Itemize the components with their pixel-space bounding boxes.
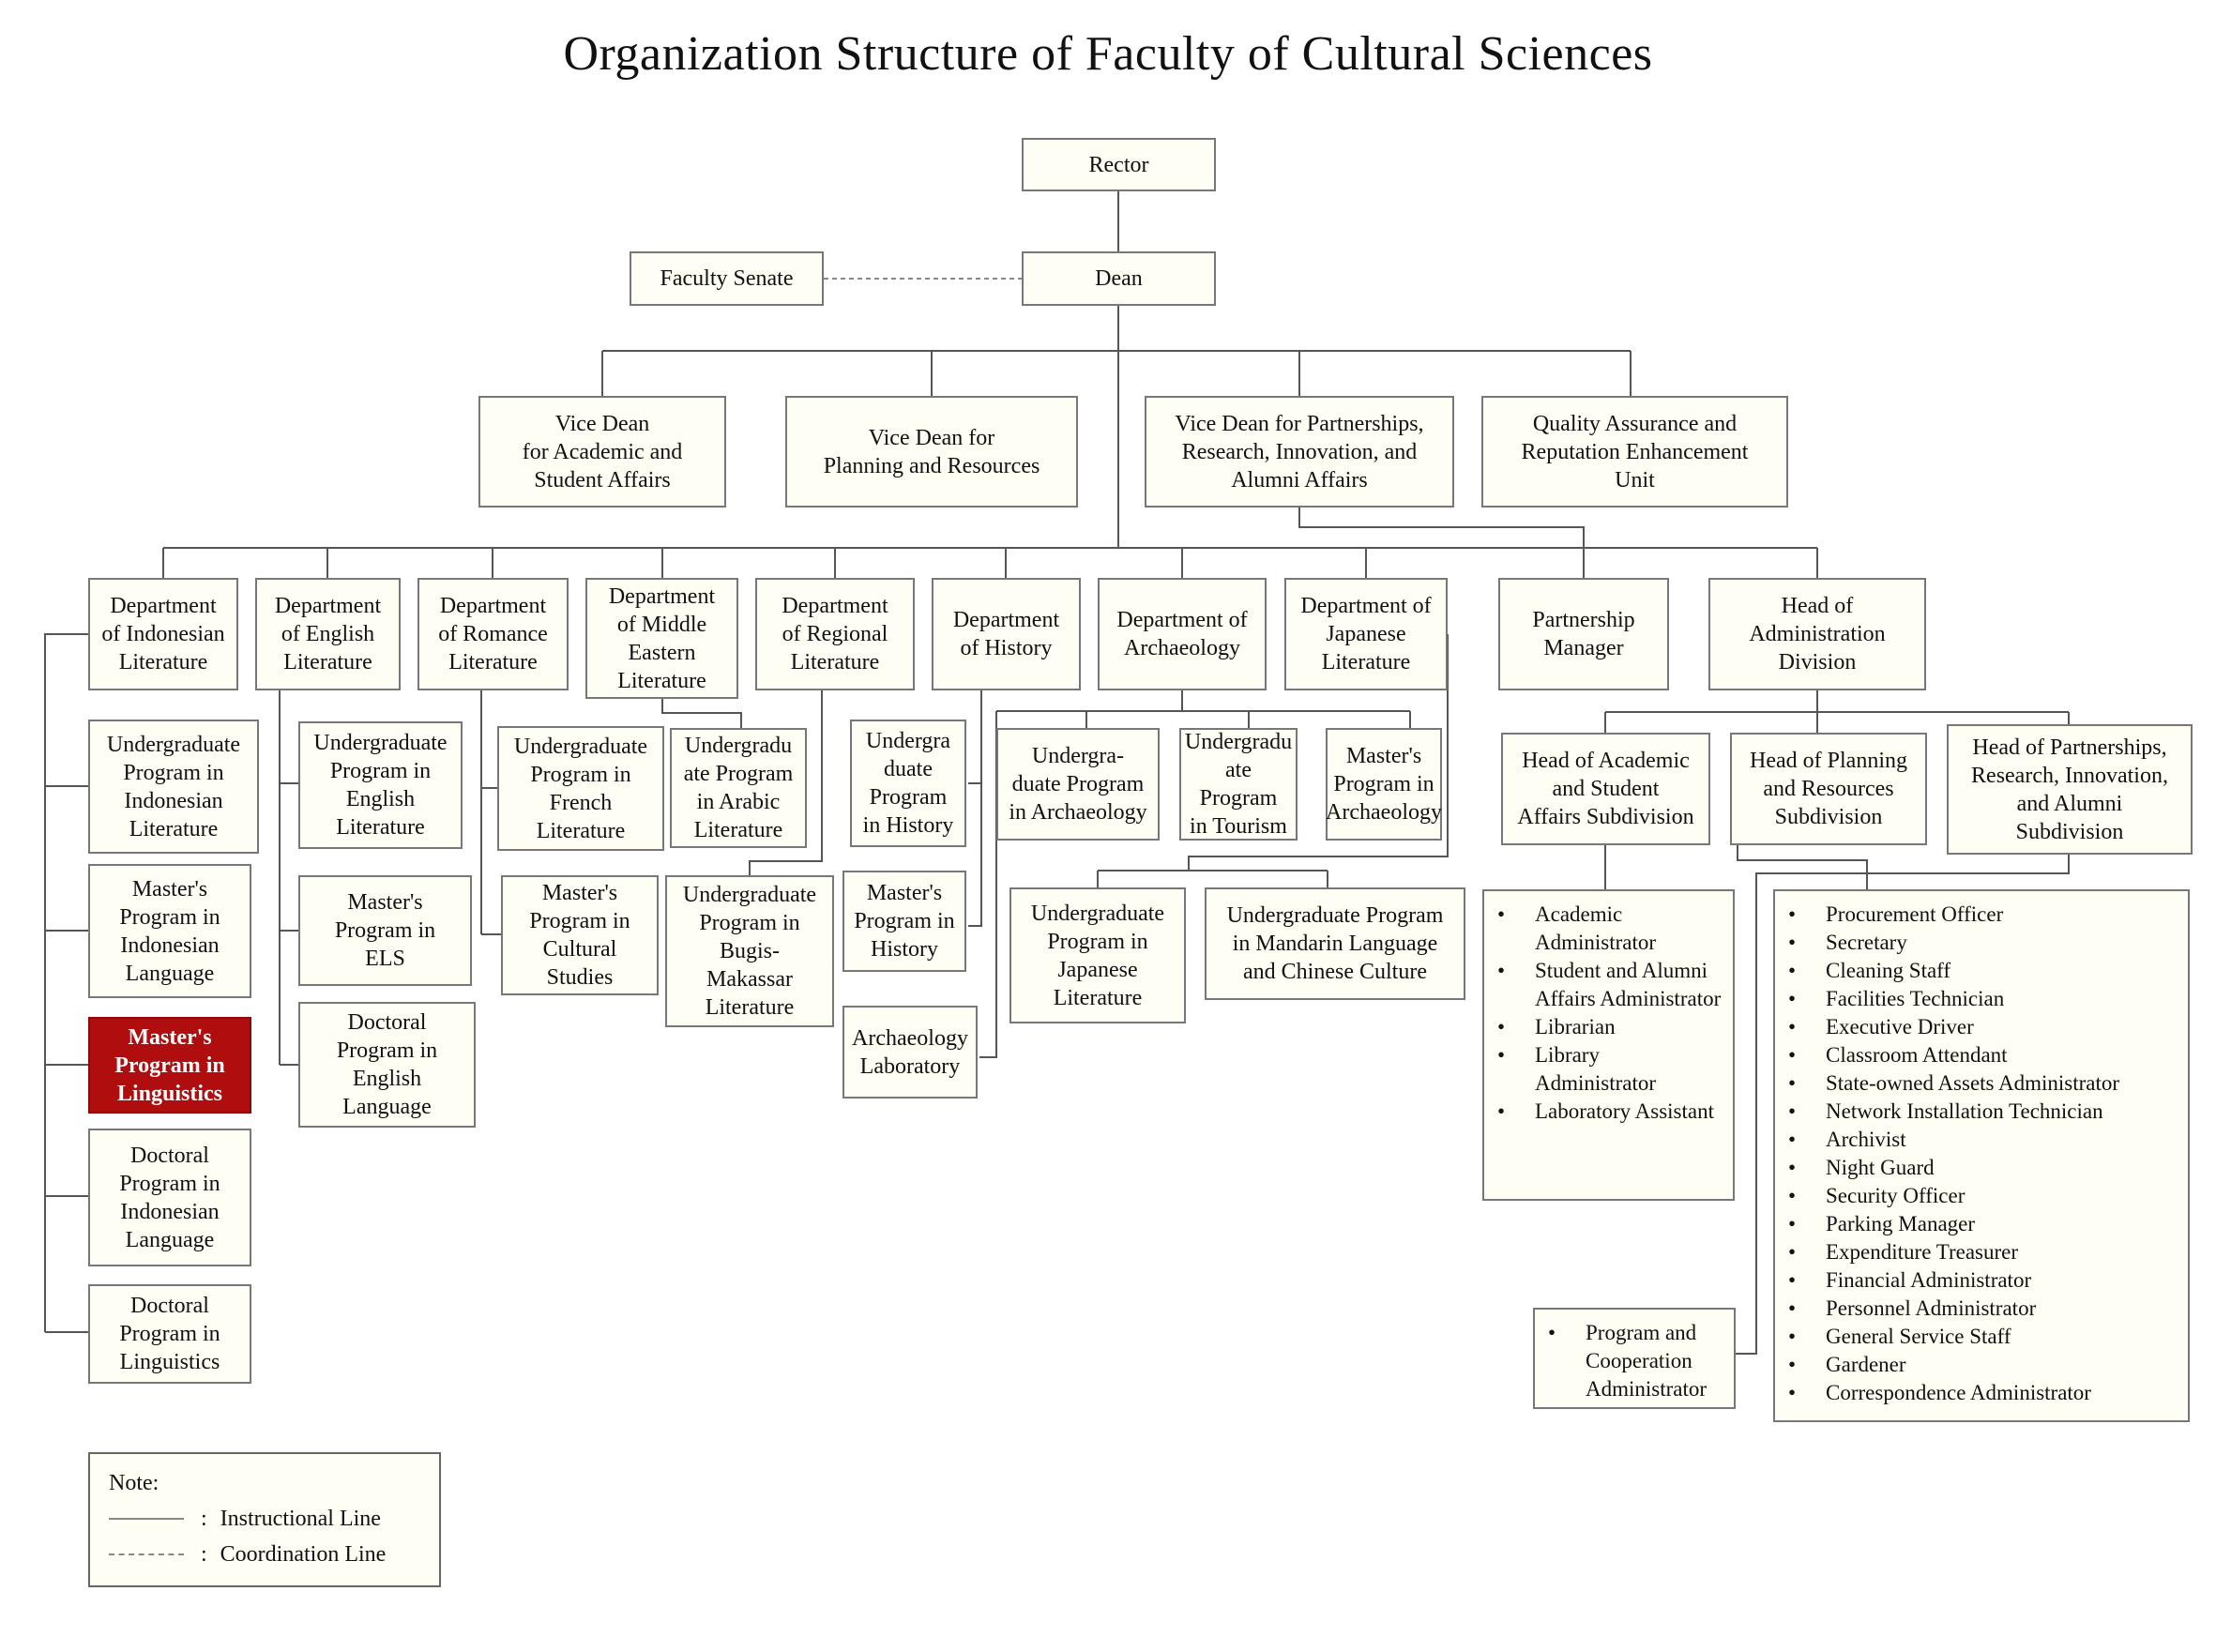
node-ug-english-lit: Undergraduate Program in English Literat… [298,721,463,849]
node-ug-japanese-lit: Undergraduate Program in Japanese Litera… [1009,887,1186,1023]
node-dept-romance: Department of Romance Literature [417,578,569,690]
node-head-academic-sub: Head of Academic and Student Affairs Sub… [1501,733,1710,845]
staff-list-item: Night Guard [1775,1154,2178,1182]
node-vd-academic: Vice Dean for Academic and Student Affai… [478,396,726,508]
staff-list-item: Library Administrator [1484,1041,1723,1098]
solid-line-swatch [109,1518,184,1520]
node-dept-english: Department of English Literature [255,578,401,690]
node-ug-mandarin: Undergraduate Program in Mandarin Langua… [1205,887,1465,1000]
staff-list-item: Student and Alumni Affairs Administrator [1484,957,1723,1013]
node-ma-cultural-studies: Master's Program in Cultural Studies [501,875,659,995]
staff-list-item: Personnel Administrator [1775,1295,2178,1323]
staff-list-item: General Service Staff [1775,1323,2178,1351]
node-ug-archaeology: Undergra- duate Program in Archaeology [996,728,1160,841]
node-ma-linguistics: Master's Program in Linguistics [88,1017,251,1114]
staff-list-item: Laboratory Assistant [1484,1098,1723,1126]
line-vdp-partnership-mgr [1298,508,1585,578]
staff-list-item: Academic Administrator [1484,901,1723,957]
legend-heading: Note: [109,1471,159,1495]
node-dept-regional: Department of Regional Literature [755,578,915,690]
staff-list-item: Correspondence Administrator [1775,1379,2178,1407]
line-regional-bugis [749,690,823,875]
line-history-branch [968,690,982,927]
legend-box: Note: : Instructional Line : Coordinatio… [88,1452,441,1587]
staff-list-item: Archivist [1775,1126,2178,1154]
node-ma-archaeology: Master's Program in Archaeology [1326,728,1442,841]
node-ug-french-lit: Undergraduate Program in French Literatu… [497,726,664,851]
list-partnership-staff: Program and Cooperation Administrator [1533,1308,1736,1409]
legend-coordination-label: Coordination Line [220,1542,387,1567]
staff-list-item: Librarian [1484,1013,1723,1041]
staff-list-item: Executive Driver [1775,1013,2178,1041]
node-dept-history: Department of History [932,578,1081,690]
staff-list-item: Gardener [1775,1351,2178,1379]
node-phd-linguistics: Doctoral Program in Linguistics [88,1284,251,1384]
node-ma-els: Master's Program in ELS [298,875,472,986]
node-ug-history: Undergra duate Program in History [850,720,966,847]
node-dept-mideast: Department of Middle Eastern Literature [585,578,738,699]
node-phd-english-lang: Doctoral Program in English Language [298,1002,476,1128]
node-head-admin: Head of Administration Division [1708,578,1926,690]
planning-staff-list: Procurement OfficerSecretaryCleaning Sta… [1775,901,2178,1407]
node-head-partnerships-sub: Head of Partnerships, Research, Innovati… [1947,724,2193,855]
line-japanese-branch [1188,634,1449,871]
node-ug-indonesian-lit: Undergraduate Program in Indonesian Lite… [88,720,259,854]
node-ug-bugis-makassar: Undergraduate Program in Bugis- Makassar… [665,875,834,1027]
legend-separator: : [201,1507,207,1531]
dashed-line-swatch [109,1553,184,1555]
staff-list-item: Parking Manager [1775,1210,2178,1238]
node-ma-history: Master's Program in History [842,871,966,972]
staff-list-item: State-owned Assets Administrator [1775,1069,2178,1098]
staff-list-item: Classroom Attendant [1775,1041,2178,1069]
node-vd-partnerships: Vice Dean for Partnerships, Research, In… [1145,396,1454,508]
staff-list-item: Program and Cooperation Administrator [1535,1319,1724,1403]
staff-list-item: Procurement Officer [1775,901,2178,929]
node-ma-indonesian-lang: Master's Program in Indonesian Language [88,864,251,998]
node-head-planning-sub: Head of Planning and Resources Subdivisi… [1730,733,1927,845]
staff-list-item: Cleaning Staff [1775,957,2178,985]
node-ug-tourism: Undergradu ate Program in Tourism [1179,728,1298,841]
node-dept-indonesian: Department of Indonesian Literature [88,578,238,690]
line-partnerships-list [1736,855,2070,1355]
node-dept-japanese: Department of Japanese Literature [1284,578,1448,690]
staff-list-item: Expenditure Treasurer [1775,1238,2178,1266]
staff-list-item: Network Installation Technician [1775,1098,2178,1126]
line-mideast-arabic [661,699,742,728]
list-planning-staff: Procurement OfficerSecretaryCleaning Sta… [1773,889,2190,1422]
node-dean: Dean [1022,251,1216,306]
staff-list-item: Financial Administrator [1775,1266,2178,1295]
line-planning-list [1737,844,1868,889]
node-ug-arabic-lit: Undergradu ate Program in Arabic Literat… [670,728,807,848]
node-dept-archaeology: Department of Archaeology [1098,578,1267,690]
legend-instructional: : Instructional Line [109,1501,420,1537]
node-rector: Rector [1022,138,1216,191]
node-faculty-senate: Faculty Senate [630,251,824,306]
node-phd-indonesian-lang: Doctoral Program in Indonesian Language [88,1129,251,1266]
chart-title: Organization Structure of Faculty of Cul… [563,27,1653,81]
legend-separator: : [201,1542,207,1567]
node-vd-planning: Vice Dean for Planning and Resources [785,396,1078,508]
academic-staff-list: Academic AdministratorStudent and Alumni… [1484,901,1723,1126]
legend-coordination: : Coordination Line [109,1537,420,1572]
legend-instructional-label: Instructional Line [220,1507,381,1531]
partnership-staff-list: Program and Cooperation Administrator [1535,1319,1724,1403]
line-indonesian-branch [44,633,88,1332]
node-partnership-manager: Partnership Manager [1498,578,1669,690]
staff-list-item: Security Officer [1775,1182,2178,1210]
node-archaeology-lab: Archaeology Laboratory [842,1006,978,1099]
staff-list-item: Facilities Technician [1775,985,2178,1013]
node-qa-unit: Quality Assurance and Reputation Enhance… [1481,396,1788,508]
staff-list-item: Secretary [1775,929,2178,957]
list-academic-staff: Academic AdministratorStudent and Alumni… [1482,889,1735,1201]
